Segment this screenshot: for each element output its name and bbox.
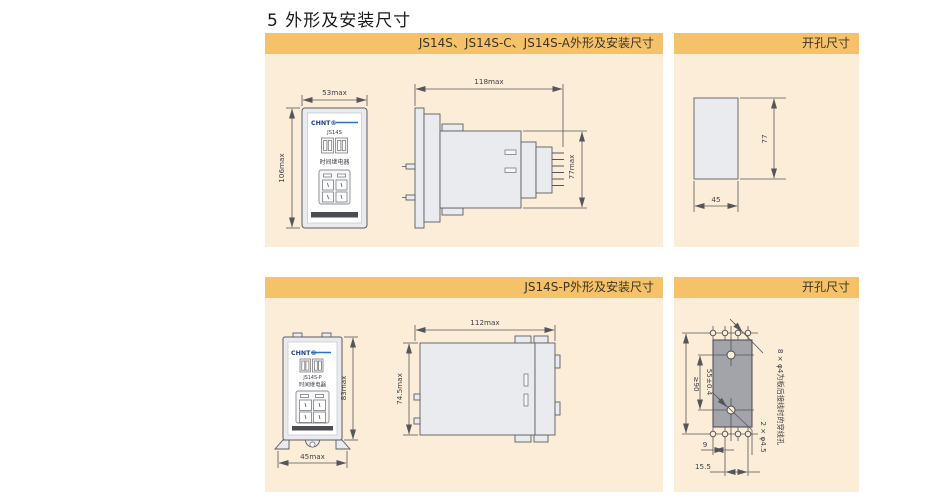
dim-side-height: 74.5max [395,372,404,404]
top-tab [292,332,303,338]
dim-hole-pitch: 55±0.4 [705,369,714,396]
keypad [295,390,330,424]
leader-wire-holes [729,318,764,354]
dim-front-height: 83max [339,375,348,401]
panel-cutout-js14s-p-body: ≥90 55±0.4 9 15.5 [674,298,859,492]
cutout-rect [693,97,739,180]
front-view-js14s: 53max 106max CHNT® JS14S 时 [277,88,368,229]
center-tab-hole [309,441,316,448]
terminal-hook [554,354,561,369]
outline-js14s-p-drawing: CHNT® JS14S-P 时间继电器 [273,318,561,468]
panel-cutout-js14s: 开孔尺寸 77 45 [674,33,859,247]
rear-collar [520,141,537,199]
panel-cutout-js14s-header: 开孔尺寸 [674,33,859,54]
screw-holes [698,326,754,441]
page-title: 5 外形及安装尺寸 [267,11,412,31]
bottom-strip [292,426,333,431]
mounting-screws [402,163,416,201]
chnt-logo: CHNT® [291,349,317,357]
leader-note-wire-holes: 8 × φ4为板后接线时的穿线孔 [776,349,785,445]
keypad [318,169,351,205]
chnt-logo: CHNT® [311,119,337,127]
cutout-js14s-drawing: 77 45 [693,97,786,212]
dim-pitch-b: 15.5 [695,462,711,471]
bottom-tab [514,434,532,443]
top-tab [441,123,464,132]
side-view-js14s-p: 112max 74.5max [395,318,561,443]
panel-cutout-js14s-body: 77 45 [674,54,859,247]
display-window [299,358,324,373]
rear-section [534,342,556,436]
top-tab [533,335,549,344]
panel-outline-js14s-p-header: JS14S-P外形及安装尺寸 [265,277,663,298]
bezel [423,113,441,223]
dim-side-length: 112max [470,318,500,327]
front-flange [414,107,425,229]
cutout-rect-drawing: 77 45 [693,97,786,212]
panel-outline-js14s: JS14S、JS14S-C、JS14S-A外形及安装尺寸 53max 106ma… [265,33,663,247]
cutout-js14s-p-drawing: ≥90 55±0.4 9 15.5 [682,318,785,476]
leader-note-screw-holes: 2 × φ4.5 [759,421,768,452]
dim-front-height: 106max [277,153,286,183]
display-window [321,137,348,154]
relay-body [419,342,536,436]
terminal-hook [554,401,561,416]
left-hook [413,417,421,425]
dim-side-length: 118max [474,77,504,86]
panel-cutout-js14s-p: 开孔尺寸 [674,277,859,492]
socket [535,146,553,194]
cutout-panel-drawing: ≥90 55±0.4 9 15.5 [682,318,785,476]
bottom-strip [311,212,358,218]
bottom-tab [533,434,549,443]
left-hook [413,393,421,401]
bottom-tab [441,207,464,216]
panel-outline-js14s-header: JS14S、JS14S-C、JS14S-A外形及安装尺寸 [265,33,663,54]
relay-label: 时间继电器 [319,158,349,166]
top-tab [514,335,532,344]
dim-pitch-a: 9 [703,440,708,449]
panel-outline-js14s-p: JS14S-P外形及安装尺寸 CHNT® JS14S-P [265,277,663,492]
relay-label: 时间继电器 [299,381,327,389]
leader-screw-holes [711,391,753,455]
outline-js14s-drawing: 53max 106max CHNT® JS14S 时 [277,77,587,229]
mounting-ear-right [335,439,352,450]
model-label: JS14S [326,130,342,136]
dim-cutout-height: 77 [760,134,769,143]
top-tab [321,332,332,338]
dim-cutout-width: 45 [711,195,720,204]
front-view-js14s-p: CHNT® JS14S-P 时间继电器 [273,332,358,468]
mounting-ear-left [273,439,290,450]
wire-holes-bottom [709,427,752,441]
dim-front-width: 45max [300,452,326,461]
dim-min-clearance: ≥90 [692,376,701,392]
panel-outline-js14s-body: 53max 106max CHNT® JS14S 时 [265,54,663,247]
model-label: JS14S-P [302,375,321,381]
panel-outline-js14s-p-body: CHNT® JS14S-P 时间继电器 [265,298,663,492]
dim-front-width: 53max [322,88,348,97]
pins [552,152,564,186]
panel-cutout-js14s-p-header: 开孔尺寸 [674,277,859,298]
side-view-js14s: 118max [402,77,587,229]
dim-side-height: 77max [567,154,576,180]
